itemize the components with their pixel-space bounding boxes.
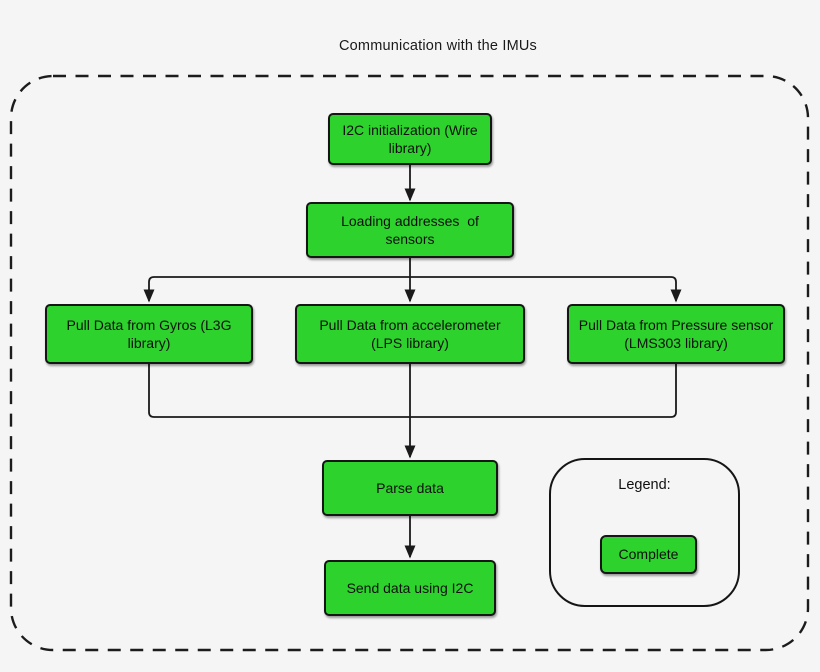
edge-pressure-merge: [410, 364, 677, 418]
node-label: Parse data: [376, 479, 444, 496]
legend-item-complete[interactable]: Complete: [600, 535, 697, 574]
edge-load-pressure: [410, 276, 682, 303]
node-label: Pull Data from accelerometer (LPS librar…: [319, 316, 505, 351]
node-pull-accelerometer[interactable]: Pull Data from accelerometer (LPS librar…: [295, 304, 525, 364]
node-pull-pressure-sensor[interactable]: Pull Data from Pressure sensor (LMS303 l…: [567, 304, 785, 364]
node-i2c-initialization[interactable]: I2C initialization (Wire library): [328, 113, 492, 165]
edge-gyros-merge: [148, 364, 410, 418]
node-parse-data[interactable]: Parse data: [322, 460, 498, 516]
legend-box: Legend: Complete: [549, 458, 740, 607]
legend-title: Legend:: [618, 477, 671, 493]
node-label: Pull Data from Pressure sensor (LMS303 l…: [578, 316, 778, 351]
edge-load-gyros: [143, 276, 410, 303]
diagram-title: Communication with the IMUs: [339, 38, 537, 54]
node-label: Loading addresses of sensors: [341, 212, 483, 247]
node-label: I2C initialization (Wire library): [342, 121, 482, 156]
node-send-data-i2c[interactable]: Send data using I2C: [324, 560, 496, 616]
node-label: Send data using I2C: [346, 579, 474, 596]
node-loading-addresses[interactable]: Loading addresses of sensors: [306, 202, 514, 258]
node-pull-gyros[interactable]: Pull Data from Gyros (L3G library): [45, 304, 253, 364]
node-label: Pull Data from Gyros (L3G library): [66, 316, 236, 351]
legend-item-label: Complete: [618, 546, 679, 563]
